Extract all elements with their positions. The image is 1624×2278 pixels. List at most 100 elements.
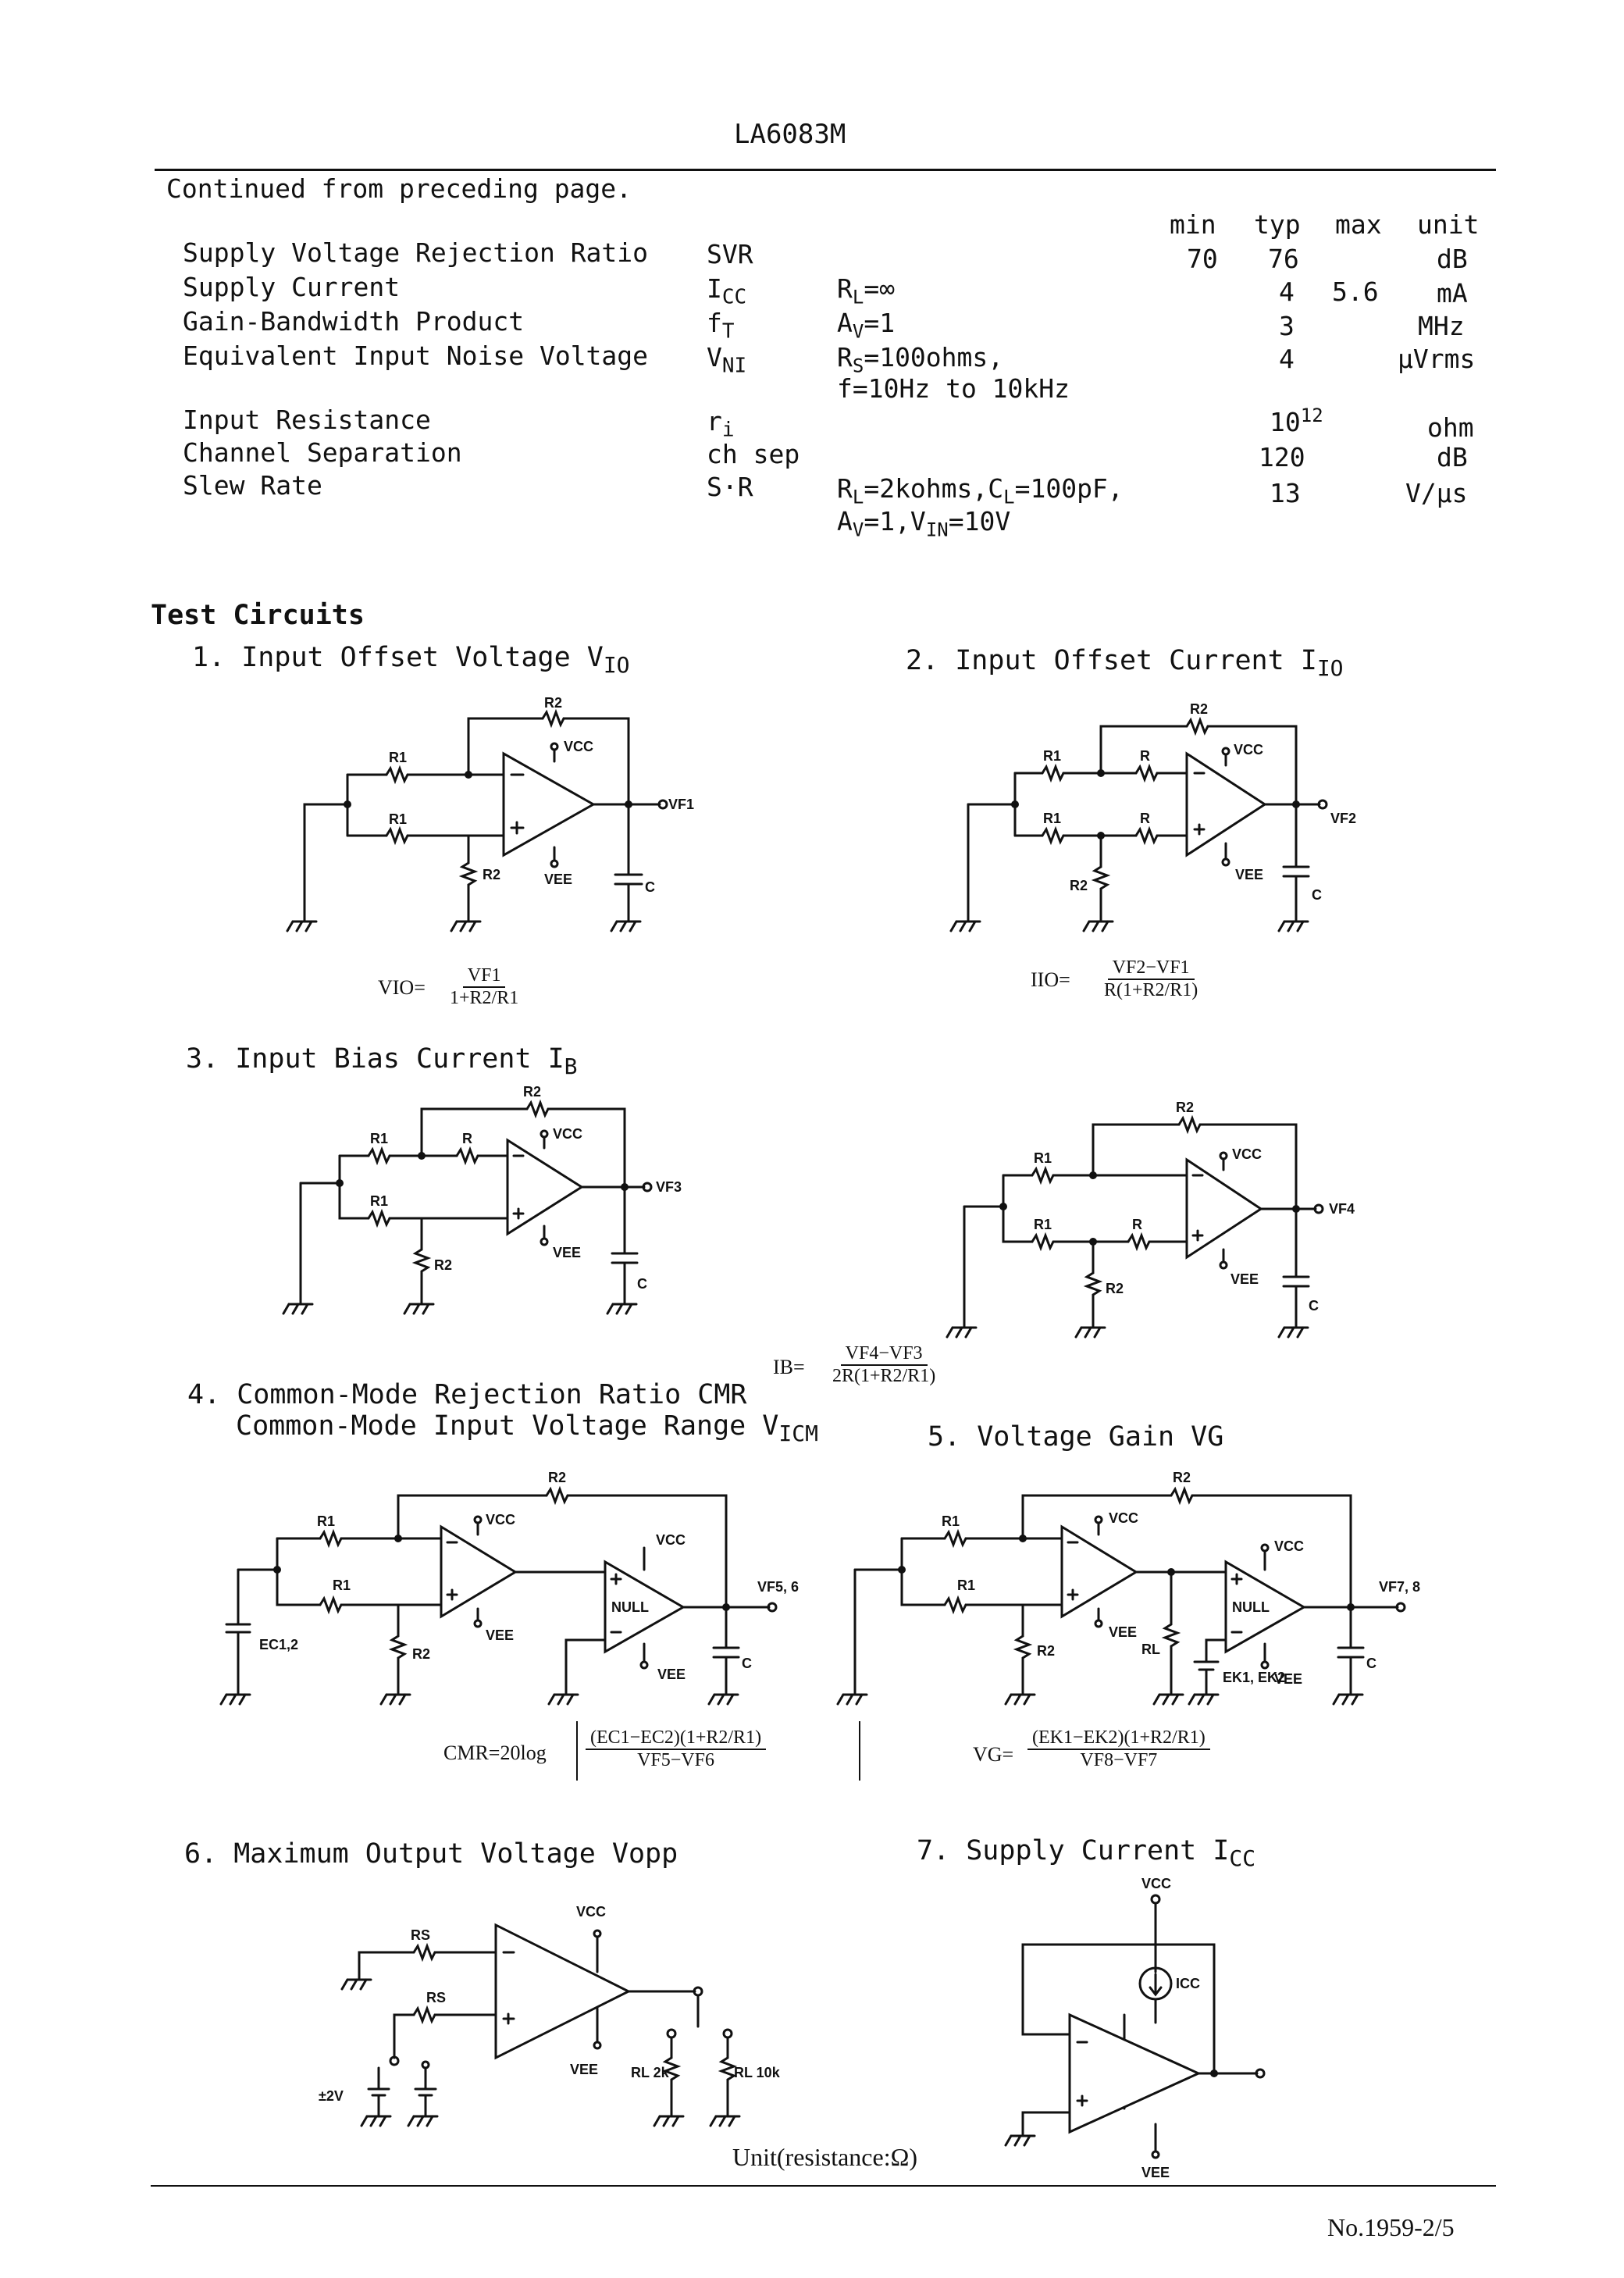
param-noise: Equivalent Input Noise Voltage bbox=[183, 340, 649, 371]
circuit-4-schematic: R2 R1 R1 R2 VCC VCC VEE VEE NULL EC1,2 V… bbox=[219, 1470, 799, 1706]
r2-label: R2 bbox=[1190, 701, 1208, 717]
r2-label: R2 bbox=[434, 1257, 452, 1273]
rs-label: RS bbox=[426, 1990, 446, 2005]
circuit-6-title: 6. Maximum Output Voltage Vopp bbox=[184, 1838, 678, 1870]
unit-rin: ohm bbox=[1427, 412, 1474, 443]
vf4-label: VF4 bbox=[1329, 1201, 1355, 1217]
unit-noise: μVrms bbox=[1398, 344, 1476, 374]
param-svr: Supply Voltage Rejection Ratio bbox=[183, 237, 649, 268]
vf56-label: VF5, 6 bbox=[757, 1579, 799, 1595]
r2-label: R2 bbox=[523, 1084, 541, 1100]
null-label: NULL bbox=[1232, 1599, 1270, 1615]
null-label: NULL bbox=[611, 1599, 649, 1615]
sym-gbw: fT bbox=[707, 308, 735, 344]
vcc-label: VCC bbox=[1141, 1876, 1171, 1891]
c-label: C bbox=[1312, 887, 1322, 903]
r1-label: R1 bbox=[370, 1131, 388, 1146]
circuit-1-schematic: R2 R1 R1 R2 VCC VEE VF1 C bbox=[286, 695, 694, 932]
r1-label: R1 bbox=[942, 1513, 960, 1529]
circuit-2-title: 2. Input Offset Current IIO bbox=[906, 645, 1344, 681]
icc-label: ICC bbox=[1176, 1976, 1200, 1991]
vee-label: VEE bbox=[1230, 1271, 1259, 1287]
circuit-2-schematic: R2 R1 R1 R R R2 VCC VEE VF2 C bbox=[949, 701, 1356, 932]
c-label: C bbox=[1366, 1656, 1376, 1671]
ek12-label: EK1, EK2 bbox=[1223, 1670, 1285, 1685]
circuit-6-schematic: RS RS VCC VEE RL 2k RL 10k ±2V bbox=[319, 1904, 781, 2127]
unit-icc: mA bbox=[1437, 278, 1468, 308]
typ-slew: 13 bbox=[1270, 478, 1301, 508]
param-chsep: Channel Separation bbox=[183, 437, 462, 468]
eq-cmr-frac: (EC1−EC2)(1+R2/R1)VF5−VF6 bbox=[586, 1727, 767, 1771]
vcc-label-2: VCC bbox=[656, 1532, 686, 1548]
vee-label: VEE bbox=[1235, 867, 1263, 882]
vcc-label: VCC bbox=[1232, 1146, 1262, 1162]
param-icc: Supply Current bbox=[183, 272, 401, 302]
vcc-label-2: VCC bbox=[1274, 1538, 1304, 1554]
r-label: R bbox=[462, 1131, 472, 1146]
unit-slew: V/μs bbox=[1405, 478, 1468, 508]
param-gbw: Gain-Bandwidth Product bbox=[183, 306, 525, 337]
ec12-label: EC1,2 bbox=[259, 1637, 298, 1652]
typ-chsep: 120 bbox=[1259, 442, 1305, 472]
r2-label: R2 bbox=[1176, 1100, 1194, 1115]
typ-noise: 4 bbox=[1279, 344, 1295, 374]
circuit-7-title: 7. Supply Current ICC bbox=[917, 1835, 1256, 1871]
rl10k-label: RL 10k bbox=[734, 2065, 781, 2080]
rl-label: RL bbox=[1141, 1642, 1160, 1657]
vcc-label: VCC bbox=[486, 1512, 515, 1528]
param-rin: Input Resistance bbox=[183, 405, 431, 435]
eq-cmr-abs-left bbox=[576, 1721, 578, 1781]
cond-gbw: AV=1 bbox=[837, 308, 896, 343]
vf78-label: VF7, 8 bbox=[1379, 1579, 1420, 1595]
circuit-3b-schematic: R2 R1 R1 R R2 VCC VEE VF4 C bbox=[946, 1100, 1355, 1339]
vf2-label: VF2 bbox=[1330, 811, 1356, 826]
r2-label: R2 bbox=[483, 867, 500, 882]
vee-label: VEE bbox=[570, 2062, 598, 2077]
vcc-label: VCC bbox=[1234, 742, 1263, 758]
sym-noise: VNI bbox=[707, 342, 747, 378]
r1-label: R1 bbox=[317, 1513, 335, 1529]
r-label: R bbox=[1140, 748, 1150, 764]
rs-label: RS bbox=[411, 1927, 430, 1943]
cond-slew-2: AV=1,VIN=10V bbox=[837, 506, 1011, 541]
c-label: C bbox=[637, 1276, 647, 1292]
pm2v-label: ±2V bbox=[319, 2088, 344, 2104]
test-circuits-title: Test Circuits bbox=[151, 600, 365, 631]
cond-noise: RS=100ohms, bbox=[837, 342, 1004, 377]
eq-ib-lhs: IB= bbox=[773, 1356, 805, 1378]
r1-label: R1 bbox=[370, 1193, 388, 1209]
vcc-label: VCC bbox=[553, 1126, 582, 1142]
vf3-label: VF3 bbox=[656, 1179, 682, 1195]
vcc-label: VCC bbox=[576, 1904, 606, 1920]
r1-label: R1 bbox=[333, 1577, 351, 1593]
footer-rule bbox=[151, 2185, 1496, 2187]
max-icc: 5.6 bbox=[1332, 276, 1379, 307]
sym-rin: ri bbox=[707, 406, 735, 442]
vee-label-2: VEE bbox=[1274, 1671, 1302, 1687]
circuit-3-schematic: R2 R1 R1 R R2 VCC VEE VF3 C bbox=[282, 1084, 682, 1315]
eq-iio-lhs: IIO= bbox=[1031, 968, 1070, 991]
unit-note: Unit(resistance:Ω) bbox=[732, 2143, 918, 2171]
typ-svr: 76 bbox=[1268, 244, 1299, 274]
r-label: R bbox=[1132, 1217, 1142, 1232]
r-label: R bbox=[1140, 811, 1150, 826]
vee-label: VEE bbox=[486, 1627, 514, 1643]
sym-slew: S·R bbox=[707, 472, 753, 502]
vf1-label: VF1 bbox=[668, 797, 694, 812]
cond-icc: RL=∞ bbox=[837, 273, 896, 308]
typ-gbw: 3 bbox=[1279, 311, 1295, 341]
vee-label: VEE bbox=[1141, 2165, 1170, 2180]
rl2k-label: RL 2k bbox=[631, 2065, 670, 2080]
circuit-5-schematic: R2 R1 R1 R2 VCC VCC VEE VEE NULL RL EK1,… bbox=[836, 1470, 1420, 1706]
eq-vio-lhs: VIO= bbox=[378, 976, 426, 999]
page-number: No.1959-2/5 bbox=[1327, 2213, 1455, 2241]
circuit-1-title: 1. Input Offset Voltage VIO bbox=[192, 642, 630, 678]
vee-label: VEE bbox=[553, 1245, 581, 1260]
vcc-label: VCC bbox=[1109, 1510, 1138, 1526]
c-label: C bbox=[742, 1656, 752, 1671]
sym-chsep: ch sep bbox=[707, 439, 800, 469]
r1-label: R1 bbox=[1043, 748, 1061, 764]
c-label: C bbox=[645, 879, 655, 895]
col-min: min bbox=[1170, 209, 1216, 240]
